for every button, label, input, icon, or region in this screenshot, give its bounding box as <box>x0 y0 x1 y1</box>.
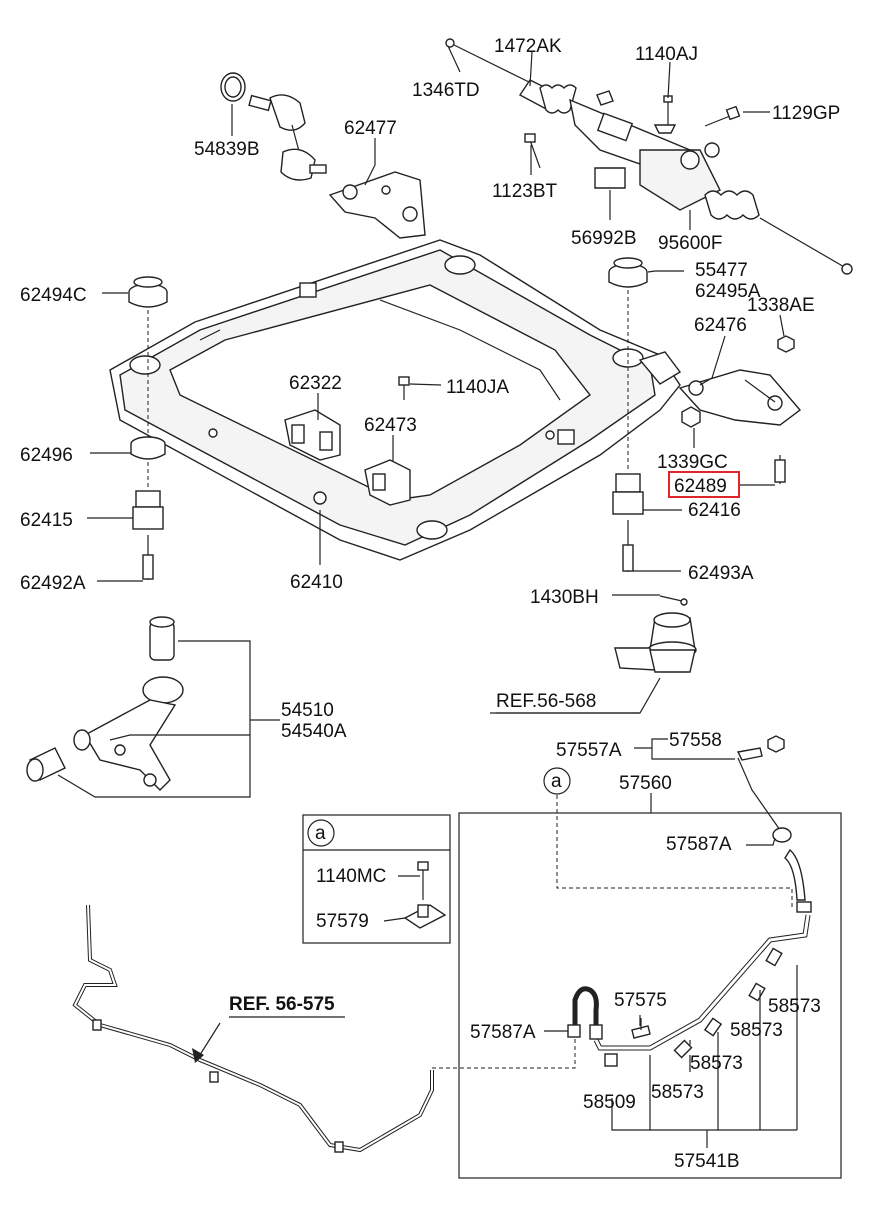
label-58573-d[interactable]: 58573 <box>651 1082 704 1103</box>
label-55477[interactable]: 55477 <box>695 260 748 281</box>
lower-arm-bushing[interactable] <box>149 616 175 661</box>
hose-fitting-57557A[interactable] <box>736 747 781 831</box>
bracket-62322[interactable] <box>284 409 341 461</box>
crossmember-62410[interactable] <box>109 239 682 561</box>
label-54540A[interactable]: 54540A <box>281 721 347 742</box>
nut-57558[interactable] <box>767 735 785 753</box>
hose-upper[interactable] <box>784 848 806 901</box>
label-1140MC[interactable]: 1140MC <box>316 866 386 887</box>
label-62495A[interactable]: 62495A <box>695 281 761 302</box>
label-1430BH[interactable]: 1430BH <box>530 587 599 608</box>
label-62410[interactable]: 62410 <box>290 572 343 593</box>
clamp-57575[interactable] <box>631 1018 651 1039</box>
label-58573-b[interactable]: 58573 <box>730 1020 783 1041</box>
label-54839B[interactable]: 54839B <box>194 139 260 160</box>
label-ref-56-575[interactable]: REF. 56-575 <box>229 994 335 1015</box>
label-62415[interactable]: 62415 <box>20 510 73 531</box>
screw-1140MC[interactable] <box>417 861 429 900</box>
bolt-1123BT[interactable] <box>524 133 541 169</box>
label-58573-a[interactable]: 58573 <box>768 996 821 1017</box>
label-1472AK[interactable]: 1472AK <box>494 36 562 57</box>
label-62493A[interactable]: 62493A <box>688 563 754 584</box>
mount-bushing-62416[interactable] <box>612 473 644 515</box>
ref-56-575-arrow <box>192 1022 221 1063</box>
ball-joint-assembly[interactable] <box>614 612 697 673</box>
bracket-62476[interactable] <box>678 369 802 426</box>
label-57558[interactable]: 57558 <box>669 730 722 751</box>
lower-arm-54510[interactable] <box>26 676 184 791</box>
label-plate-56992B[interactable] <box>594 167 626 189</box>
label-62473[interactable]: 62473 <box>364 415 417 436</box>
detail-box-a <box>302 814 451 944</box>
label-95600F[interactable]: 95600F <box>658 233 722 254</box>
label-62496[interactable]: 62496 <box>20 445 73 466</box>
label-58573-c[interactable]: 58573 <box>690 1053 743 1074</box>
label-57541B[interactable]: 57541B <box>674 1151 740 1172</box>
bolt-62489[interactable] <box>774 455 786 484</box>
bolt-1129GP[interactable] <box>704 105 741 127</box>
label-1339GC[interactable]: 1339GC <box>657 452 728 473</box>
label-62477[interactable]: 62477 <box>344 118 397 139</box>
nut-1338AE[interactable] <box>777 335 795 353</box>
label-62494C[interactable]: 62494C <box>20 285 87 306</box>
label-58509[interactable]: 58509 <box>583 1092 636 1113</box>
label-62322[interactable]: 62322 <box>289 373 342 394</box>
label-1140AJ[interactable]: 1140AJ <box>635 44 698 65</box>
bolt-1140JA[interactable] <box>398 376 410 400</box>
label-57579[interactable]: 57579 <box>316 911 369 932</box>
label-57557A[interactable]: 57557A <box>556 740 622 761</box>
stabilizer-link-assembly[interactable] <box>220 72 327 181</box>
label-1123BT[interactable]: 1123BT <box>492 181 558 202</box>
label-box-a: a <box>315 823 326 844</box>
label-57575[interactable]: 57575 <box>614 990 667 1011</box>
label-circle-a: a <box>551 771 562 792</box>
leader-lines <box>57 45 798 1148</box>
bolt-62493A[interactable] <box>622 520 634 572</box>
label-1338AE[interactable]: 1338AE <box>747 295 815 316</box>
cotter-pin-1430BH[interactable] <box>659 595 688 606</box>
bracket-62477[interactable] <box>328 171 426 239</box>
label-62492A[interactable]: 62492A <box>20 573 86 594</box>
ref-56-575-pipe[interactable] <box>72 904 434 1153</box>
label-1129GP[interactable]: 1129GP <box>772 103 840 124</box>
mount-insulator-62496[interactable] <box>130 436 166 460</box>
callout-circle-a <box>543 767 571 795</box>
steering-gear-assembly[interactable] <box>445 38 853 275</box>
label-56992B[interactable]: 56992B <box>571 228 637 249</box>
label-ref-56-568[interactable]: REF.56-568 <box>496 691 596 712</box>
label-57587A-top[interactable]: 57587A <box>666 834 732 855</box>
label-62416[interactable]: 62416 <box>688 500 741 521</box>
mount-bushing-55477[interactable] <box>608 257 648 288</box>
bolt-1140AJ[interactable] <box>653 95 677 134</box>
nut-1339GC[interactable] <box>681 406 701 428</box>
mount-bushing-62415[interactable] <box>132 490 164 530</box>
bolt-62492A[interactable] <box>142 535 154 580</box>
label-62476[interactable]: 62476 <box>694 315 747 336</box>
label-57560[interactable]: 57560 <box>619 773 672 794</box>
callout-box-circle-a <box>307 819 335 847</box>
highlight-box-62489 <box>668 471 740 498</box>
label-54510[interactable]: 54510 <box>281 700 334 721</box>
label-62489[interactable]: 62489 <box>674 476 727 497</box>
hose-bend-57587A[interactable] <box>572 986 599 1030</box>
label-57587A-mid[interactable]: 57587A <box>470 1022 536 1043</box>
bracket-62473[interactable] <box>364 459 411 506</box>
label-1140JA[interactable]: 1140JA <box>446 377 509 398</box>
label-1346TD[interactable]: 1346TD <box>412 80 480 101</box>
hose-box-57560 <box>458 812 842 1179</box>
clip-57579[interactable] <box>403 904 447 929</box>
hose-clamp-57587A-top[interactable] <box>772 827 792 843</box>
mount-bushing-62494C[interactable] <box>128 276 168 308</box>
